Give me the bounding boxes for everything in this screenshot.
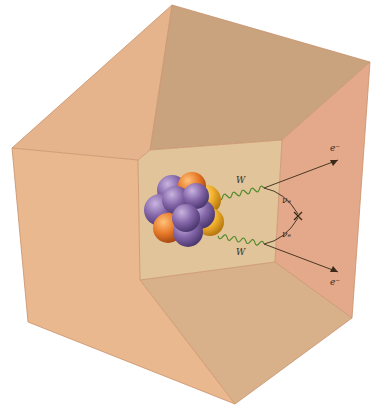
w-boson-line [218, 235, 264, 245]
particle-label: νₑ [282, 196, 291, 205]
feynman-lines [264, 160, 338, 272]
particle-label: W [236, 176, 245, 185]
particle-label: W [236, 248, 245, 257]
nucleon [172, 204, 200, 232]
nucleus [144, 172, 224, 247]
w-boson-lines [218, 186, 264, 245]
box-face [12, 5, 172, 160]
w-boson-line [218, 186, 264, 200]
particle-label: e⁻ [330, 144, 340, 153]
arrow-head [330, 160, 338, 166]
neutrino-line [264, 188, 298, 214]
arrow-head [330, 266, 338, 272]
box-back [138, 140, 282, 280]
electron-line [264, 160, 338, 188]
neutrino-line [264, 218, 298, 244]
particle-label: e⁻ [330, 278, 340, 287]
majorana-cross [294, 212, 302, 220]
box-edges [12, 5, 370, 404]
box-face [12, 148, 235, 404]
particle-label: νₑ [282, 230, 291, 239]
electron-line [264, 244, 338, 272]
